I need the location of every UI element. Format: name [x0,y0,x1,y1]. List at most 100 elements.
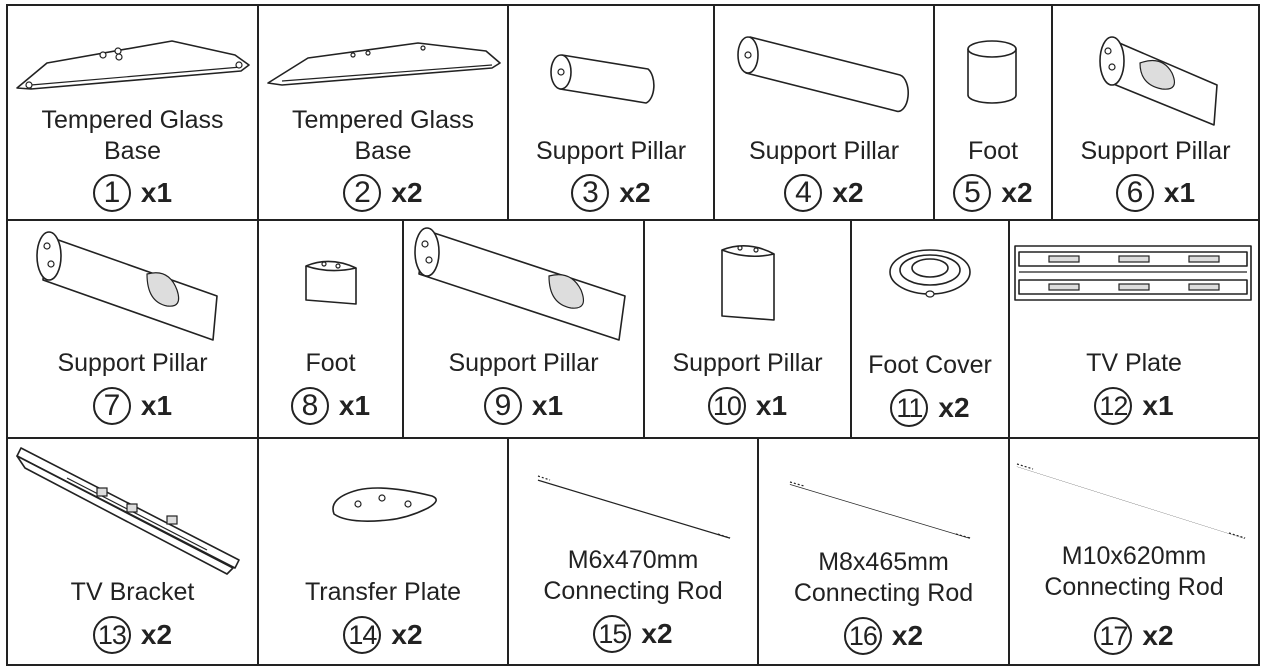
part-name: Support Pillar [1052,136,1259,167]
part-number-badge: 17 [1094,617,1133,655]
part-quantity: 6 x1 [1052,173,1259,213]
part-quantity: 17 x2 [1009,616,1259,656]
part-name-line: Tempered Glass [41,106,224,134]
part-name-line: Connecting Rod [793,579,974,607]
part-name-line: Support Pillar [1080,137,1231,165]
part-number-badge: 4 [784,174,823,212]
part-quantity: 11 x2 [851,388,1009,428]
part-number-badge: 2 [343,174,382,212]
part-name-line: Foot [967,137,1019,165]
part-count: x2 [1001,177,1033,208]
part-count: x2 [391,177,423,208]
part-cell-4: Support Pillar 4 x2 [714,5,934,220]
part-cell-8: Foot 8 x1 [258,220,403,438]
part-name-line: Base [104,137,161,165]
part-number-badge: 11 [890,389,929,427]
part-quantity: 13 x2 [7,615,258,655]
part-name-line: M6x470mm [567,546,699,574]
part-number-badge: 16 [843,617,882,655]
part-illustration-2 [267,42,501,86]
part-illustration-10 [721,245,775,321]
part-count: x1 [531,390,564,421]
part-cell-3: Support Pillar 3 x2 [508,5,714,220]
part-quantity: 9 x1 [403,386,644,426]
part-quantity: 15 x2 [508,614,758,654]
part-name-line: Support Pillar [448,349,599,377]
part-number-badge: 15 [593,615,632,653]
part-name: Foot [934,136,1052,167]
part-name-line: Base [354,137,412,165]
part-name: TV Plate [1009,348,1259,379]
part-number-badge: 9 [483,387,522,425]
part-illustration-9 [414,227,626,341]
part-name-line: M8x465mm [818,548,949,576]
part-cell-14: Transfer Plate 14 x2 [258,438,508,665]
part-cell-6: Support Pillar 6 x1 [1052,5,1259,220]
part-count: x1 [1163,177,1196,208]
part-number-badge: 5 [953,174,992,212]
part-quantity: 2 x2 [258,173,508,213]
part-name-line: Foot Cover [868,351,992,379]
part-quantity: 16 x2 [758,616,1009,656]
part-name-line: TV Plate [1086,349,1182,377]
part-count: x2 [619,177,651,208]
part-name-line: Connecting Rod [543,577,723,605]
part-quantity: 7 x1 [7,386,258,426]
part-illustration-6 [1099,36,1218,126]
part-illustration-17 [1016,461,1246,539]
part-name-line: Foot [305,349,356,377]
part-cell-7: Support Pillar 7 x1 [7,220,258,438]
part-quantity: 12 x1 [1009,386,1259,426]
part-name-line: Transfer Plate [304,578,462,606]
part-count: x2 [938,392,970,423]
part-quantity: 1 x1 [7,173,258,213]
part-name: Foot [258,348,403,379]
part-number-badge: 1 [92,174,131,212]
part-name-line: Support Pillar [748,137,900,165]
part-quantity: 8 x1 [258,386,403,426]
part-number-badge: 14 [343,616,382,654]
part-count: x1 [140,177,173,208]
part-name-line: Support Pillar [672,349,823,377]
part-illustration-5 [967,40,1017,104]
part-quantity: 4 x2 [714,173,934,213]
part-illustration-16 [789,480,971,539]
part-count: x1 [1142,390,1174,421]
part-illustration-13 [16,447,240,575]
part-name-line: TV Bracket [70,578,195,606]
part-name-line: Connecting Rod [1044,573,1224,601]
part-quantity: 3 x2 [508,173,714,213]
part-count: x1 [140,390,173,421]
part-quantity: 5 x2 [934,173,1052,213]
part-count: x2 [891,620,924,651]
part-number-badge: 10 [707,387,746,425]
part-illustration-3 [550,54,655,104]
part-count: x1 [338,390,371,421]
part-cell-12: TV Plate 12 x1 [1009,220,1259,438]
part-name: Foot Cover [851,350,1009,381]
part-count: x2 [641,618,673,649]
part-name: TV Bracket [7,577,258,608]
part-name-line: Support Pillar [535,137,687,165]
part-quantity: 14 x2 [258,615,508,655]
part-count: x2 [832,177,864,208]
part-cell-5: Foot 5 x2 [934,5,1052,220]
part-illustration-4 [737,36,909,113]
part-illustration-8 [305,260,357,305]
part-name: Support Pillar [508,136,714,167]
part-illustration-14 [332,487,437,522]
part-illustration-1 [16,40,250,90]
part-number-badge: 12 [1094,387,1133,425]
part-name-line: M10x620mm [1061,542,1207,570]
part-cell-11: Foot Cover 11 x2 [851,220,1009,438]
